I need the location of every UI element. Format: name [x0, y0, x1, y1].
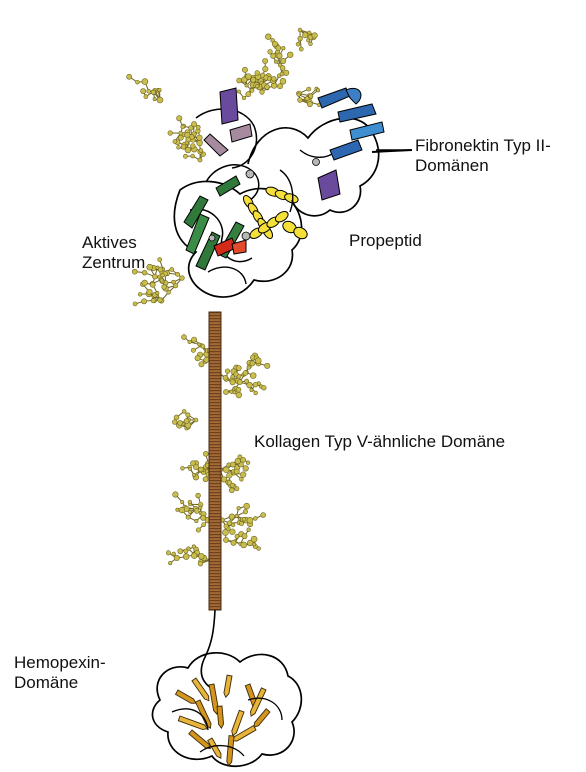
collagen-domain-label: Kollagen Typ V-ähnliche Domäne — [254, 432, 505, 452]
fibronectin-domains-label: Fibronektin Typ II- Domänen — [415, 136, 551, 176]
hemopexin-label-line-1: Hemopexin- — [14, 653, 106, 673]
glycan-cluster — [217, 455, 249, 493]
linker-loop — [201, 610, 215, 690]
glycan-cluster — [173, 492, 211, 532]
propeptide-label-line-1: Propeptid — [349, 231, 422, 251]
fibronectin-label-line-2: Domänen — [415, 156, 551, 176]
active-site-label: Aktives Zentrum — [82, 233, 145, 273]
active-site-label-line-1: Aktives — [82, 233, 145, 253]
hemopexin-strand — [176, 690, 198, 705]
glycan-cluster — [265, 34, 293, 76]
collagen-label-line-1: Kollagen Typ V-ähnliche Domäne — [254, 432, 505, 452]
hemopexin-domain-label: Hemopexin- Domäne — [14, 653, 106, 693]
hemopexin-domain — [152, 653, 301, 766]
glycan-cluster — [296, 28, 317, 51]
catalytic-domain — [174, 165, 309, 297]
glycan-cluster — [181, 121, 205, 162]
propeptide-label: Propeptid — [349, 231, 422, 251]
hemopexin-strand — [192, 678, 211, 702]
hemopexin-strand — [226, 736, 234, 766]
hemopexin-strand — [217, 706, 224, 728]
glycan-cluster — [172, 409, 198, 430]
glycan-cluster — [222, 528, 260, 551]
glycan-cluster — [127, 74, 163, 103]
glycan-cluster — [166, 545, 212, 566]
collagen-rod — [209, 312, 221, 610]
hemopexin-strand — [223, 675, 232, 698]
active-site-label-line-2: Zentrum — [82, 253, 145, 273]
hemopexin-label-line-2: Domäne — [14, 673, 106, 693]
fibronectin-label-line-1: Fibronektin Typ II- — [415, 136, 551, 156]
glycan-cluster — [216, 353, 270, 385]
fibronectin-modules — [196, 88, 412, 216]
